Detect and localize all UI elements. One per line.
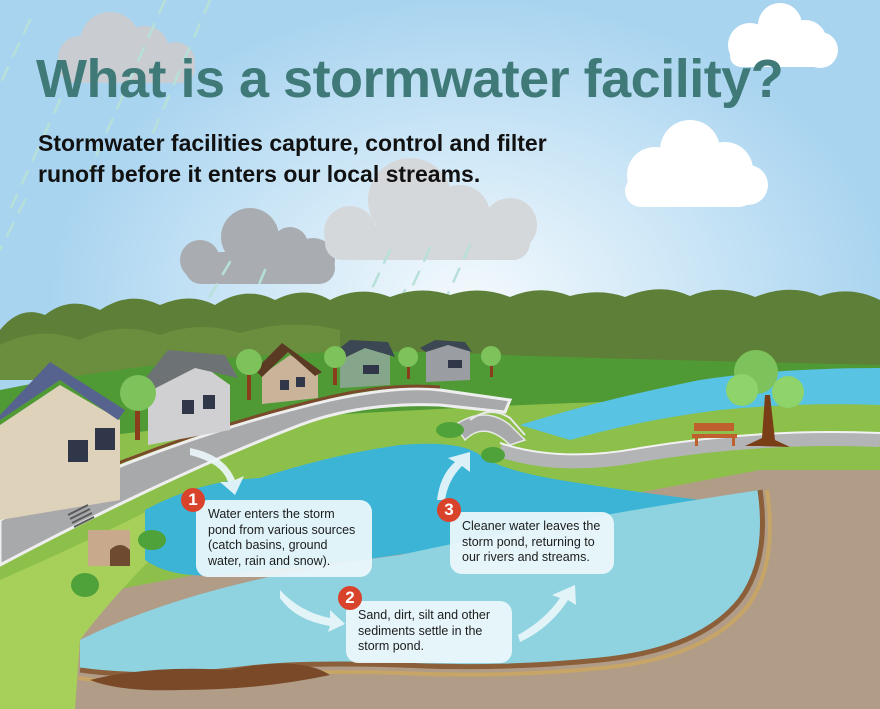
step-2-callout: Sand, dirt, silt and other sediments set… — [346, 601, 512, 663]
flow-arrows-icon — [190, 448, 576, 642]
step-3-badge: 3 — [437, 498, 461, 522]
sediment-layer — [90, 663, 330, 691]
house-green-icon — [335, 340, 395, 388]
park-bench-icon — [692, 423, 737, 446]
step-1-badge: 1 — [181, 488, 205, 512]
park-tree-icon — [726, 350, 804, 447]
step-3-text: Cleaner water leaves the storm pond, ret… — [462, 519, 601, 564]
grey-cloud-dark-icon — [180, 208, 335, 284]
step-2-text: Sand, dirt, silt and other sediments set… — [358, 608, 491, 653]
step-3-callout: Cleaner water leaves the storm pond, ret… — [450, 512, 614, 574]
catch-basin-grate-icon — [67, 504, 95, 528]
grey-cloud-topleft-icon — [58, 12, 195, 83]
step-1-text: Water enters the storm pond from various… — [208, 507, 356, 568]
footbridge-icon — [453, 411, 527, 446]
white-cloud-topright-icon — [728, 3, 838, 68]
house-large-icon — [0, 362, 125, 520]
step-1-callout: Water enters the storm pond from various… — [196, 500, 372, 577]
outfall-culvert-icon — [88, 530, 130, 566]
house-brown-roof-icon — [255, 343, 322, 404]
white-cloud-right-icon — [625, 120, 768, 207]
grey-cloud-light-icon — [324, 158, 537, 260]
house-grey-small-icon — [420, 340, 472, 382]
step-2-badge: 2 — [338, 586, 362, 610]
page-subtitle: Stormwater facilities capture, control a… — [38, 130, 547, 187]
page-title: What is a stormwater facility? — [36, 49, 784, 109]
walking-path — [497, 432, 880, 469]
grass-tufts-icon — [71, 422, 505, 597]
house-grey-icon — [140, 350, 238, 445]
street-trees-icon — [120, 346, 501, 440]
